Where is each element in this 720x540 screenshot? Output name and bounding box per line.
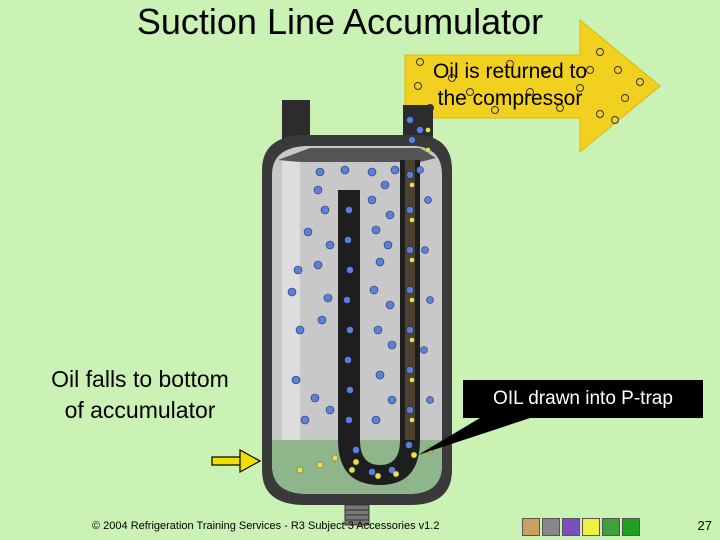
prev-icon[interactable] [582,518,600,536]
p-trap-tube [338,160,420,485]
oil-pointer-arrow [211,448,262,474]
next-icon[interactable] [602,518,620,536]
return-icon[interactable] [562,518,580,536]
page-number: 27 [697,518,712,533]
arrow-caption-line2: the compressor [437,87,583,110]
page-icon[interactable] [542,518,560,536]
pen-icon[interactable] [622,518,640,536]
vapor-bubbles [287,116,434,425]
home-icon[interactable] [522,518,540,536]
p-trap-label: OIL drawn into P-trap [463,380,703,418]
copyright-footer: © 2004 Refrigeration Training Services -… [92,520,440,532]
oil-falls-line1: Oil falls to bottom [51,366,229,392]
oil-falls-line2: of accumulator [64,397,216,423]
arrow-caption: Oil is returned to the compressor [410,58,610,112]
arrow-caption-line1: Oil is returned to [432,60,588,83]
page-title: Suction Line Accumulator [136,1,544,42]
oil-falls-label: Oil falls to bottom of accumulator [20,364,260,426]
callout-pointer [418,418,530,455]
tube-bubbles [343,171,414,476]
